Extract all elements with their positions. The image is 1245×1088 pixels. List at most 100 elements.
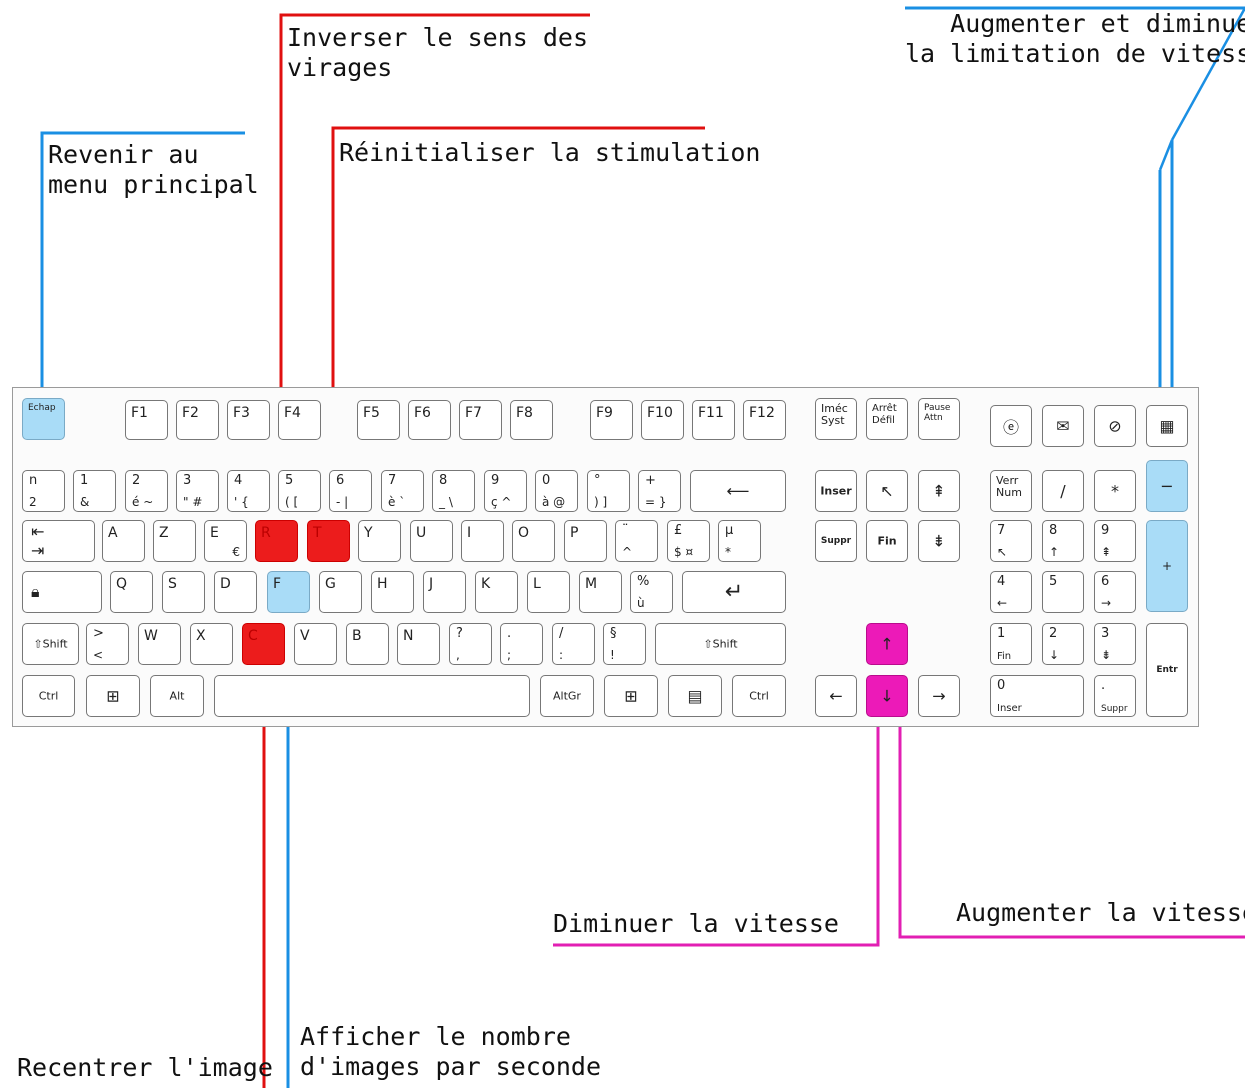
key-o[interactable]: O [512,520,555,562]
key-arret-defil[interactable]: Arrêt Défil [866,398,908,440]
key-circumflex[interactable]: ¨^ [615,520,658,562]
key-f5[interactable]: F5 [357,400,400,440]
key-menu[interactable]: ▤ [668,675,722,717]
key-j[interactable]: J [423,571,466,613]
key-backspace[interactable]: ⟵ [690,470,786,512]
key-numpad-star[interactable]: * [1094,470,1136,512]
key-space[interactable] [214,675,530,717]
key-left-windows[interactable]: ⊞ [86,675,140,717]
key-escape[interactable]: Echap [22,398,65,440]
key-5[interactable]: 5( [ [278,470,321,512]
key-period[interactable]: .; [500,623,543,665]
key-caps-lock[interactable]: 🔒︎ [22,571,102,613]
key-tab[interactable]: ⇤⇥ [22,520,95,562]
key-arrow-up[interactable]: ↑ [866,623,908,665]
key-right-ctrl[interactable]: Ctrl [732,675,786,717]
key-numpad-enter[interactable]: Entr [1146,623,1188,717]
key-calculator[interactable]: ▦ [1146,405,1188,447]
key-pause-attn[interactable]: Pause Attn [918,398,960,440]
key-equals[interactable]: += } [638,470,681,512]
key-right-windows[interactable]: ⊞ [604,675,658,717]
key-z[interactable]: Z [153,520,196,562]
key-numpad-slash[interactable]: / [1042,470,1084,512]
key-inser[interactable]: Inser [815,470,857,512]
key-left-ctrl[interactable]: Ctrl [22,675,75,717]
key-numpad-5[interactable]: 5 [1042,571,1084,613]
key-w[interactable]: W [138,623,181,665]
key-e[interactable]: E€ [204,520,247,562]
key-enter[interactable]: ↵ [682,571,786,613]
key-f[interactable]: F [267,571,310,613]
key-3[interactable]: 3" # [176,470,219,512]
key-f2[interactable]: F2 [176,400,219,440]
key-dollar[interactable]: £$ ¤ [667,520,710,562]
key-f6[interactable]: F6 [408,400,451,440]
key-numpad-9[interactable]: 9⇞ [1094,520,1136,562]
key-u[interactable]: U [410,520,453,562]
key-question[interactable]: ?, [449,623,492,665]
key-numpad-7[interactable]: 7↖ [990,520,1032,562]
key-numpad-dot[interactable]: .Suppr [1094,675,1136,717]
key-page-up[interactable]: ⇞ [918,470,960,512]
key-a[interactable]: A [102,520,145,562]
key-media[interactable]: ⊘ [1094,405,1136,447]
key-k[interactable]: K [475,571,518,613]
key-percent[interactable]: %ù [630,571,673,613]
key-page-down[interactable]: ⇟ [918,520,960,562]
key-f10[interactable]: F10 [641,400,684,440]
key-f3[interactable]: F3 [227,400,270,440]
key-f11[interactable]: F11 [692,400,735,440]
key-p[interactable]: P [564,520,607,562]
key-8[interactable]: 8_ \ [432,470,475,512]
key-f8[interactable]: F8 [510,400,553,440]
key-g[interactable]: G [319,571,362,613]
key-1[interactable]: 1& [73,470,116,512]
key-degree[interactable]: °) ] [587,470,630,512]
key-f7[interactable]: F7 [459,400,502,440]
key-m[interactable]: M [579,571,622,613]
key-v[interactable]: V [294,623,337,665]
key-fin[interactable]: Fin [866,520,908,562]
key-x[interactable]: X [190,623,233,665]
key-y[interactable]: Y [358,520,401,562]
key-arrow-right[interactable]: → [918,675,960,717]
key-browser[interactable]: ⓔ [990,405,1032,447]
key-arrow-down[interactable]: ↓ [866,675,908,717]
key-l[interactable]: L [527,571,570,613]
key-6[interactable]: 6- | [329,470,372,512]
key-altgr[interactable]: AltGr [540,675,594,717]
key-d[interactable]: D [214,571,257,613]
key-t[interactable]: T [307,520,350,562]
key-f9[interactable]: F9 [590,400,633,440]
key-slash[interactable]: /: [552,623,595,665]
key-b[interactable]: B [346,623,389,665]
key-n[interactable]: N [397,623,440,665]
key-c[interactable]: C [242,623,285,665]
key-numpad-3[interactable]: 3⇟ [1094,623,1136,665]
key-arrow-left[interactable]: ← [815,675,857,717]
key-mail[interactable]: ✉ [1042,405,1084,447]
key-section[interactable]: §! [603,623,646,665]
key-home[interactable]: ↖ [866,470,908,512]
key-right-shift[interactable]: ⇧Shift [655,623,786,665]
key-numpad-minus[interactable]: − [1146,460,1188,512]
key-left-shift[interactable]: ⇧Shift [22,623,79,665]
key-i[interactable]: I [461,520,504,562]
key-r[interactable]: R [255,520,298,562]
key-numpad-4[interactable]: 4← [990,571,1032,613]
key-q[interactable]: Q [110,571,153,613]
key-h[interactable]: H [371,571,414,613]
key-imec-syst[interactable]: Iméc Syst [815,398,857,440]
key-f4[interactable]: F4 [278,400,321,440]
key-suppr[interactable]: Suppr [815,520,857,562]
key-numpad-2[interactable]: 2↓ [1042,623,1084,665]
key-4[interactable]: 4' { [227,470,270,512]
key-f1[interactable]: F1 [125,400,168,440]
key-f12[interactable]: F12 [743,400,786,440]
